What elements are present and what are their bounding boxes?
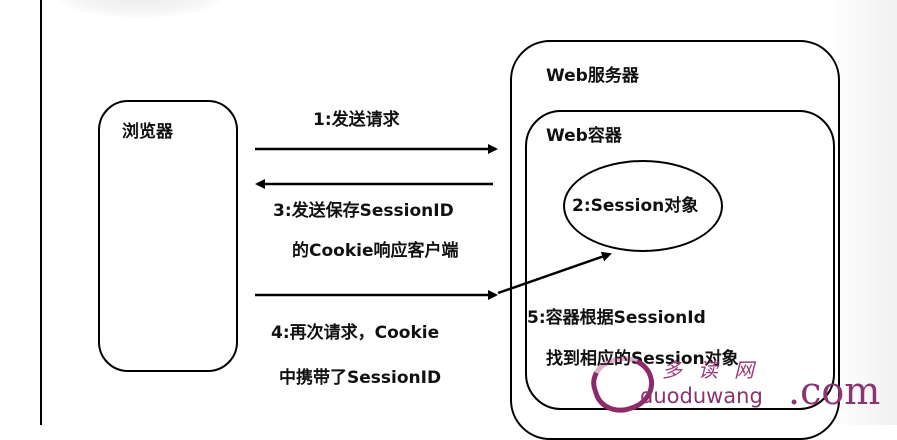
watermark-chinese: 多读网	[662, 358, 770, 382]
step1-label: 1:发送请求	[313, 110, 400, 130]
web-container-label: Web容器	[546, 126, 622, 146]
watermark-domain: duoduwang	[640, 384, 763, 408]
web-container-node	[525, 110, 835, 410]
arrow-step5	[497, 251, 612, 295]
browser-node	[98, 100, 238, 372]
step5-label-line1: 5:容器根据SessionId	[527, 308, 706, 328]
background-smudge	[55, 0, 225, 18]
step4-label-line2: 中携带了SessionID	[279, 368, 442, 388]
browser-label: 浏览器	[122, 122, 173, 142]
session-object-node	[563, 160, 723, 252]
step3-label-line2: 的Cookie响应客户端	[292, 241, 459, 261]
web-server-label: Web服务器	[546, 66, 639, 86]
arrows-layer	[255, 144, 612, 300]
step4-label-line1: 4:再次请求，Cookie	[271, 323, 440, 343]
left-border-line	[40, 0, 42, 425]
step3-label-line1: 3:发送保存SessionID	[273, 201, 454, 221]
watermark-tld: .com	[788, 369, 881, 413]
session-object-label: 2:Session对象	[572, 196, 699, 216]
step5-label-line2: 找到相应的Session对象	[546, 349, 739, 369]
